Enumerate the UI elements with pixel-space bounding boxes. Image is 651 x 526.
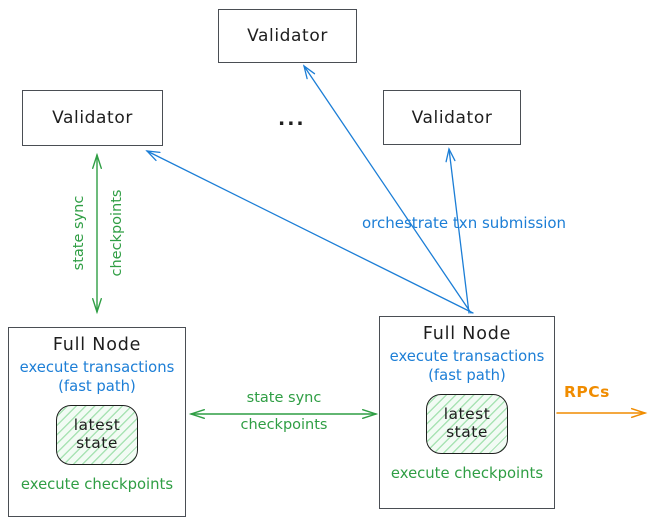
rpcs-label: RPCs — [564, 383, 610, 401]
state-sync-horizontal-label-line2: checkpoints — [240, 417, 328, 433]
full-node-left-exec-line1: execute transactions — [19, 359, 175, 376]
full-node-right-exec-line1: execute transactions — [389, 348, 545, 365]
validators-ellipsis: ... — [278, 108, 306, 130]
latest-state-line2: state — [446, 422, 488, 441]
validator-left-box: Validator — [22, 90, 163, 146]
state-sync-vertical-label-line2: checkpoints — [109, 189, 125, 277]
latest-state-line1: latest — [73, 416, 121, 435]
full-node-left-footer: execute checkpoints — [20, 475, 174, 493]
state-sync-horizontal-label-line1: state sync — [246, 390, 322, 406]
latest-state-line1: latest — [443, 405, 491, 424]
latest-state-line2: state — [76, 433, 118, 452]
state-sync-vertical-arrow — [92, 152, 102, 315]
validator-right-box: Validator — [383, 90, 521, 145]
full-node-right-exec-line2: (fast path) — [428, 366, 506, 384]
full-node-left-exec: execute transactions (fast path) — [20, 359, 175, 397]
full-node-right-footer: execute checkpoints — [390, 464, 544, 482]
full-node-left-title: Full Node — [52, 335, 142, 355]
full-node-left-box: Full Node execute transactions (fast pat… — [8, 327, 186, 517]
rpc-arrow — [556, 407, 648, 419]
validator-left-label: Validator — [52, 108, 133, 128]
validator-top-box: Validator — [218, 9, 357, 63]
orchestrate-arrow-to-left-validator — [145, 150, 474, 314]
full-node-left-exec-line2: (fast path) — [58, 377, 136, 395]
full-node-right-box: Full Node execute transactions (fast pat… — [379, 316, 555, 509]
full-node-right-latest-state-box: latest state — [426, 393, 508, 454]
state-sync-vertical-label-line1: state sync — [71, 195, 87, 271]
full-node-right-title: Full Node — [422, 324, 512, 344]
orchestrate-txn-label: orchestrate txn submission — [362, 214, 567, 232]
validator-right-label: Validator — [411, 107, 493, 128]
validator-top-label: Validator — [247, 26, 328, 46]
full-node-right-exec: execute transactions (fast path) — [390, 348, 545, 386]
full-node-left-latest-state-box: latest state — [56, 404, 138, 465]
